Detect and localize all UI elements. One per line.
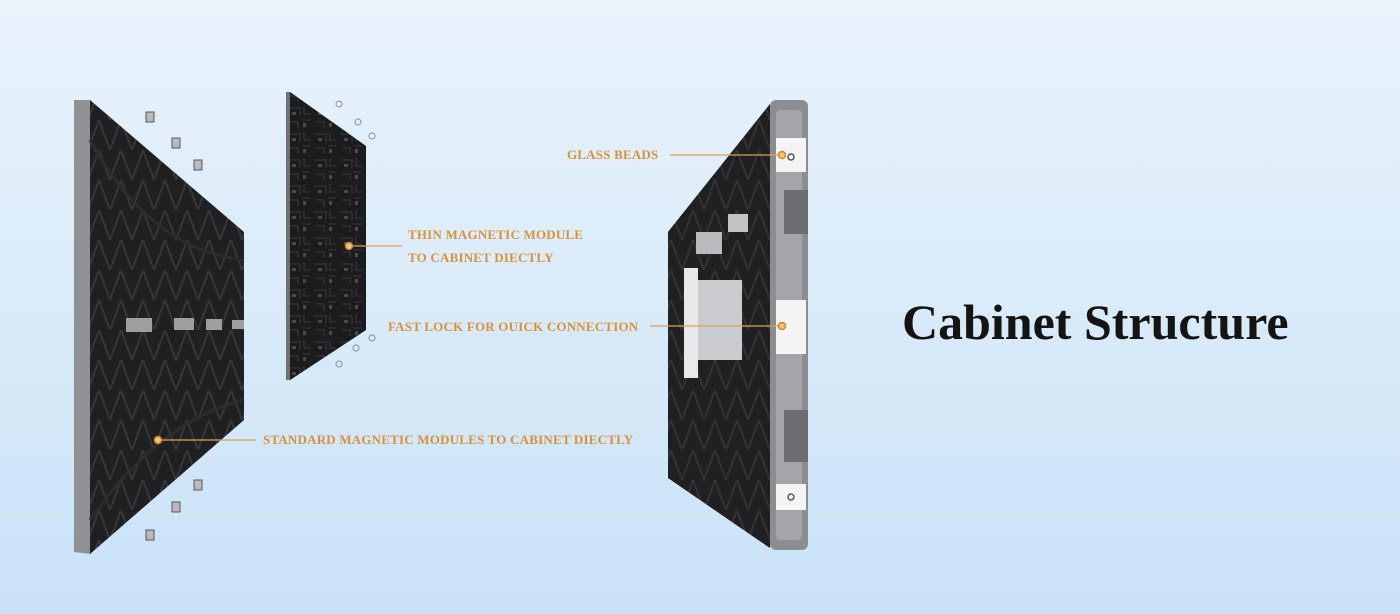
- dot-thin-module: [344, 241, 354, 251]
- dot-fast-lock: [777, 321, 787, 331]
- callout-fast-lock: FAST LOCK FOR OUICK CONNECTION: [388, 319, 639, 334]
- page-title: Cabinet Structure: [902, 294, 1289, 350]
- dot-glass-beads: [777, 150, 787, 160]
- thin-magnetic-module: [286, 92, 376, 380]
- leader-lines: [158, 154, 782, 441]
- callout-standard-modules: STANDARD MAGNETIC MODULES TO CABINET DIE…: [263, 432, 634, 447]
- cabinet-frame: [668, 100, 808, 550]
- target-dots: [153, 150, 787, 445]
- magnet-pins: [145, 111, 203, 541]
- standard-module-panel: [74, 100, 245, 554]
- center-lock-hardware: [126, 318, 244, 332]
- callout-thin-module-line1: THIN MAGNETIC MODULE: [408, 227, 584, 242]
- dot-standard-modules: [153, 435, 163, 445]
- callout-glass-beads: GLASS BEADS: [567, 147, 659, 162]
- callout-thin-module-line2: TO CABINET DIECTLY: [408, 250, 554, 265]
